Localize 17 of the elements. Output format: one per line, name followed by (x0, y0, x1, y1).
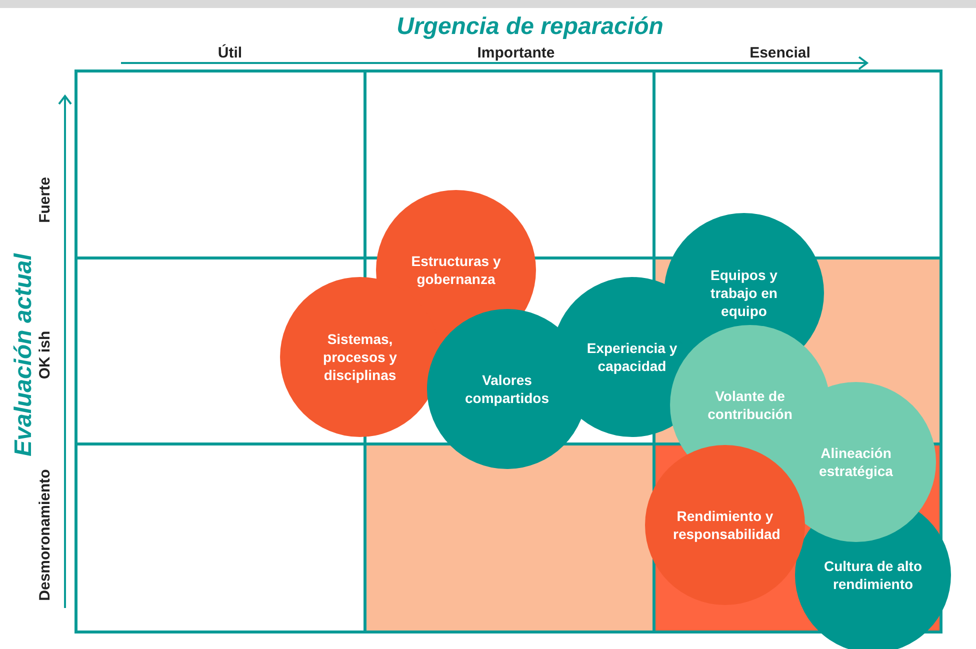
axis-title: Evaluación actual (10, 254, 38, 456)
bubble-label: Equipos y trabajo en equipo (692, 266, 796, 320)
row-header: Fuerte (36, 177, 54, 223)
bubble-label: Experiencia y capacidad (580, 339, 684, 375)
column-header: Esencial (750, 44, 810, 62)
bubble-label: Rendimiento y responsabilidad (673, 507, 777, 543)
axis-title: Urgencia de reparación (396, 13, 664, 41)
bubble-label: Estructuras y gobernanza (404, 252, 508, 288)
bubble-label: Cultura de alto rendimiento (821, 557, 925, 593)
bubble-label: Volante de contribución (698, 387, 802, 423)
row-header: OK ish (36, 330, 54, 380)
bubble-label: Sistemas, procesos y disciplinas (308, 330, 412, 384)
column-header: Útil (218, 44, 242, 62)
row-header: Desmoronamiento (36, 469, 54, 601)
bubble-label: Alineación estratégica (804, 444, 908, 480)
column-header: Importante (477, 44, 555, 62)
bubble-label: Valores compartidos (455, 371, 559, 407)
